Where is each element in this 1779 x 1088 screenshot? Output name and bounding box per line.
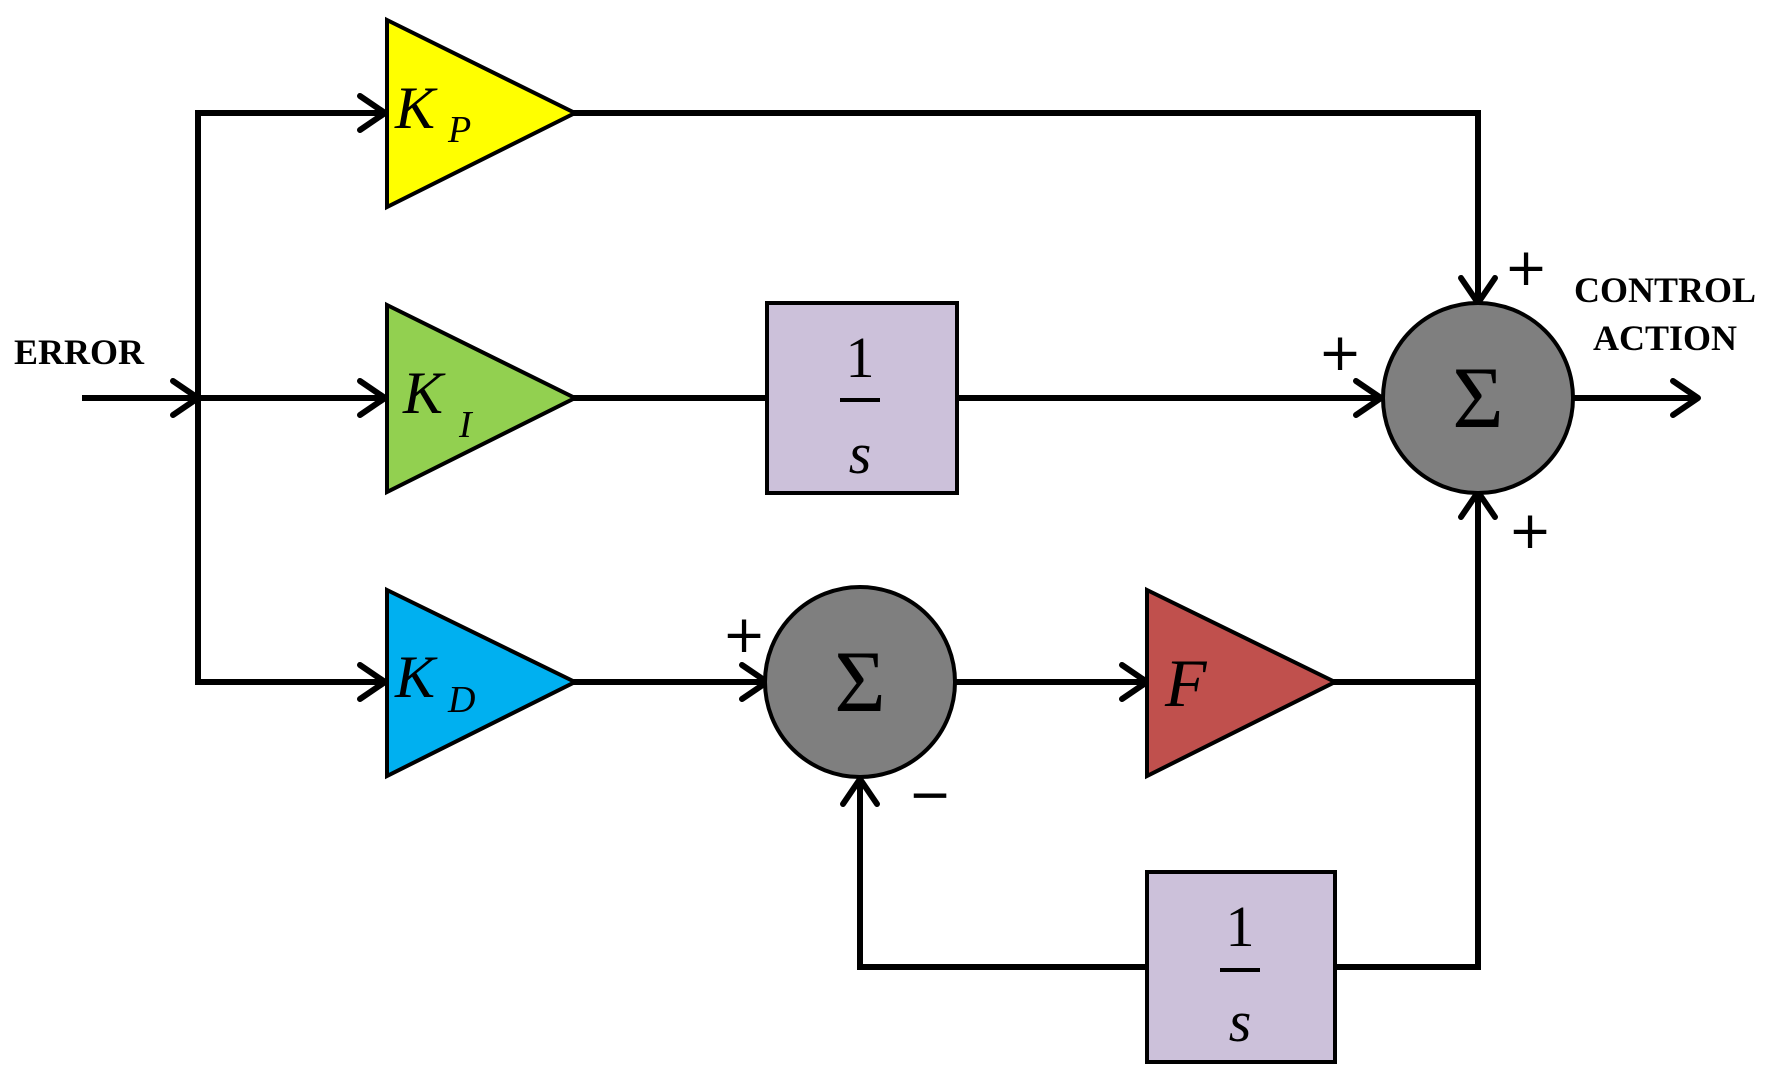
signal-wires <box>82 110 1698 970</box>
error-input-label: ERROR <box>14 332 145 372</box>
kd-subscript: D <box>447 679 475 721</box>
control-action-label-line1: CONTROL <box>1574 270 1756 310</box>
main-sum-sign-bottom: + <box>1508 501 1552 561</box>
kd-symbol: K <box>394 644 438 710</box>
arrow-control-action <box>1670 378 1701 418</box>
derivative-sum-circle <box>763 585 957 779</box>
arrow-error-junction <box>170 378 201 418</box>
ki-gain-block: K I <box>385 301 580 496</box>
f-gain-block: F <box>1145 586 1340 780</box>
main-sum-sign-left: + <box>1318 323 1362 383</box>
kp-subscript: P <box>447 109 471 151</box>
kp-triangle <box>385 16 580 211</box>
integrator-top-numerator: 1 <box>846 325 875 390</box>
main-sum-sign-top: + <box>1504 238 1548 298</box>
kd-gain-block: K D <box>385 586 580 780</box>
derivative-summing-junction: Σ + − <box>722 585 957 825</box>
feedback-to-derivative-sum-wire <box>857 779 1148 970</box>
f-symbol: F <box>1164 645 1208 721</box>
integrator-bottom-denominator: s <box>1229 989 1252 1054</box>
ki-symbol: K <box>402 360 446 426</box>
derivative-sum-sign-bottom: − <box>908 765 952 825</box>
derivative-sum-symbol: Σ <box>834 634 885 731</box>
ki-subscript: I <box>458 404 474 446</box>
derivative-sum-sign-left: + <box>722 605 766 665</box>
integrator-bottom-numerator: 1 <box>1226 894 1255 959</box>
f-triangle <box>1145 586 1340 780</box>
ki-triangle <box>385 301 580 496</box>
integrator-block-top: 1 s <box>765 301 959 495</box>
kp-to-sum-wire <box>572 110 1481 303</box>
integrator-bottom-box <box>1145 870 1337 1064</box>
main-summing-junction: Σ + + + <box>1318 238 1575 561</box>
main-sum-circle <box>1381 301 1575 495</box>
integrator-block-bottom: 1 s <box>1145 870 1337 1064</box>
kd-triangle <box>385 586 580 780</box>
control-action-label-line2: ACTION <box>1593 318 1737 358</box>
main-sum-symbol: Σ <box>1452 350 1503 447</box>
integrator-top-denominator: s <box>849 421 872 486</box>
kp-symbol: K <box>394 75 438 141</box>
kp-gain-block: K P <box>385 16 580 211</box>
